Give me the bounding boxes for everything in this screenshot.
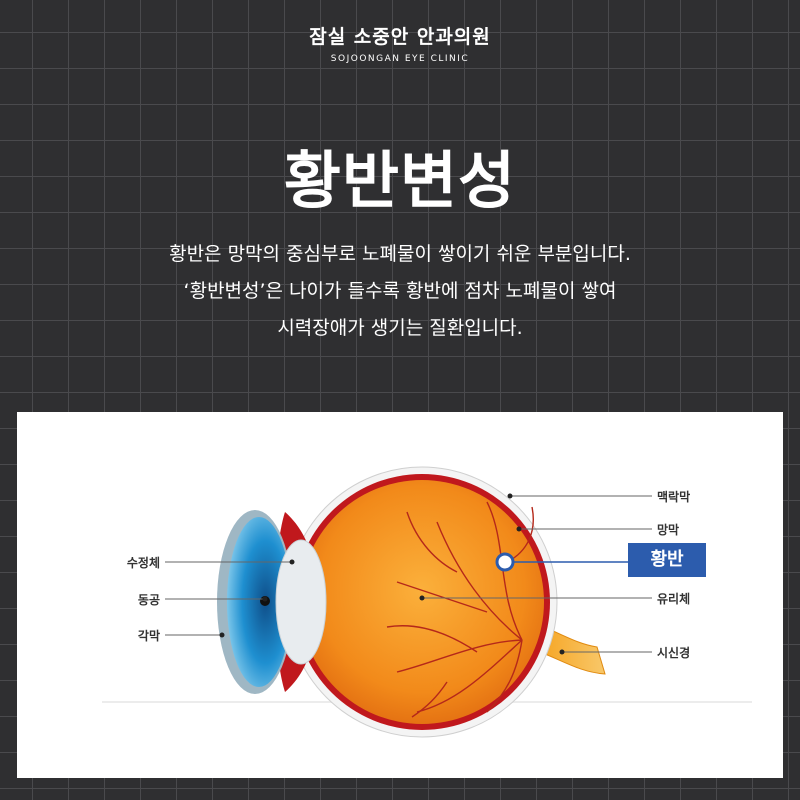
- macula-marker: [495, 552, 515, 572]
- clinic-brand: 잠실 소중안 안과의원 SOJOONGAN EYE CLINIC: [0, 22, 800, 64]
- label-choroid: 맥락막: [657, 490, 691, 504]
- label-optic-nerve: 시신경: [657, 646, 691, 660]
- lens-shape: [275, 539, 327, 665]
- label-vitreous: 유리체: [657, 592, 691, 606]
- right-leader-dots: [419, 493, 565, 655]
- description-line-3: 시력장애가 생기는 질환입니다.: [277, 317, 523, 339]
- label-retina: 망막: [657, 523, 680, 537]
- clinic-name-english: SOJOONGAN EYE CLINIC: [330, 54, 470, 64]
- description-line-2: ‘황반변성’은 나이가 들수록 황반에 점차 노폐물이 쌓여: [183, 280, 617, 302]
- eyeball-shape: [300, 480, 544, 724]
- label-lens: 수정체: [126, 556, 160, 570]
- eye-diagram-panel: 수정체 동공 각막 맥락막 망막 황반 유리체 시신경: [17, 412, 783, 778]
- page-title: 황반변성: [283, 144, 517, 217]
- clinic-name: 잠실 소중안 안과의원: [309, 26, 491, 48]
- eye-anatomy-illustration: [102, 466, 752, 738]
- label-cornea: 각막: [137, 629, 160, 643]
- label-pupil: 동공: [137, 593, 160, 607]
- label-macula-badge: 황반: [628, 543, 706, 577]
- iris-shape: [227, 517, 291, 687]
- left-leader-dots: [219, 559, 295, 638]
- left-leaders: [165, 561, 292, 636]
- description-line-1: 황반은 망막의 중심부로 노폐물이 쌓이기 쉬운 부분입니다.: [169, 243, 631, 265]
- right-leaders: [422, 495, 652, 653]
- description: 황반은 망막의 중심부로 노폐물이 쌓이기 쉬운 부분입니다. ‘황반변성’은 …: [0, 236, 800, 347]
